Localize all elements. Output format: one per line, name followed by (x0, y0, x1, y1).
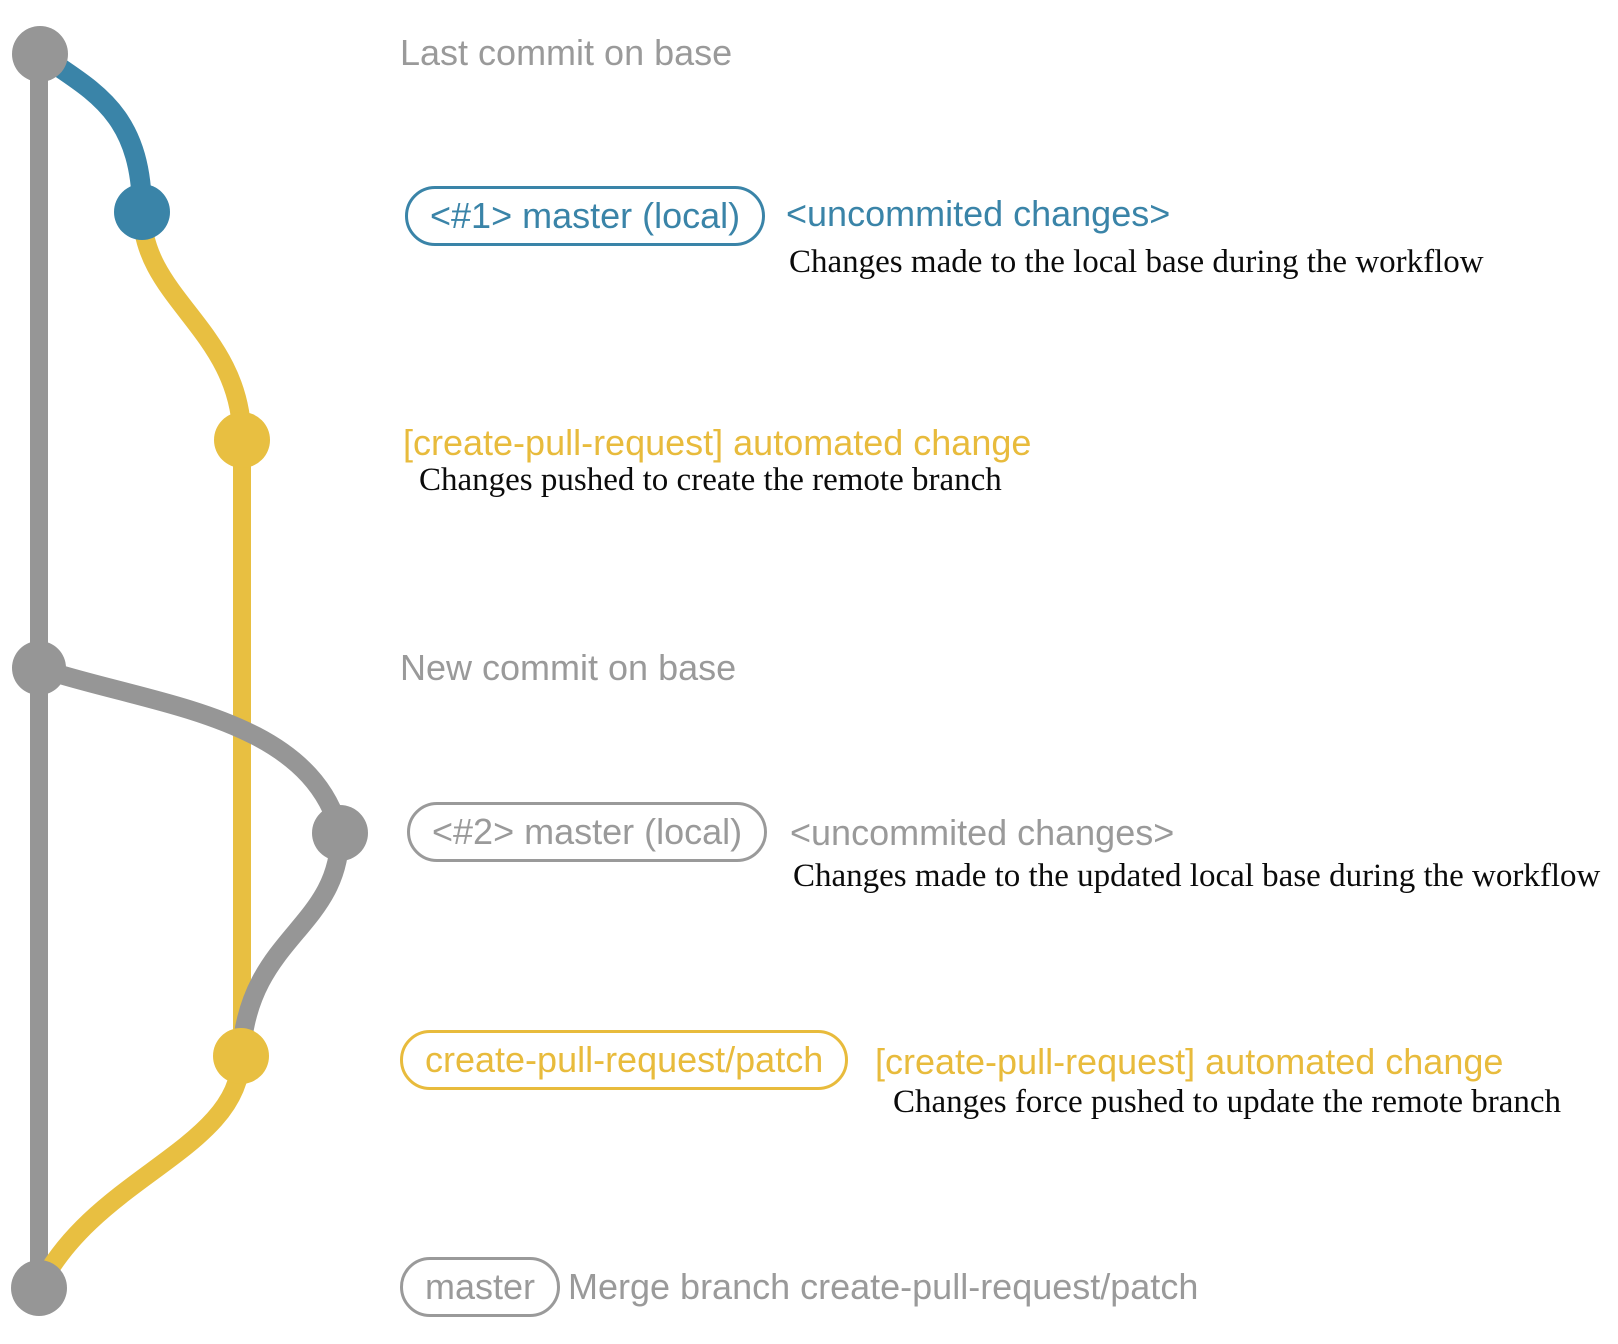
commit-message-automated-change-1: [create-pull-request] automated change (403, 422, 1032, 463)
force-push-curve (231, 832, 350, 1057)
commit-message-automated-change-2: [create-pull-request] automated change (875, 1041, 1504, 1082)
commit-dot-merge-commit-on-master (11, 1260, 67, 1316)
branch-graph (11, 26, 368, 1316)
branch-tag-master-local-2: <#2> master (local) (407, 802, 768, 862)
commit-dot-patch-branch-created (214, 412, 270, 468)
commit-dot-patch-branch-force-pushed (213, 1028, 269, 1084)
branch-tag-create-pull-request-patch: create-pull-request/patch (400, 1030, 849, 1090)
local-branch-curve-2 (35, 658, 350, 836)
commit-dot-local-uncommitted-changes-1 (114, 184, 170, 240)
commit-message-last-commit-on-base: Last commit on base (400, 32, 733, 73)
branch-tag-master: master (400, 1257, 561, 1317)
commit-dot-last-commit-on-base (12, 26, 68, 82)
branch-tag-master-local-1: <#1> master (local) (405, 186, 766, 246)
annotation-force-push-branch: Changes force pushed to update the remot… (893, 1084, 1562, 1120)
annotation-local-changes-2: Changes made to the updated local base d… (793, 858, 1601, 894)
commit-message-uncommitted-changes-1: <uncommited changes> (786, 193, 1171, 234)
commit-message-merge-branch: Merge branch create-pull-request/patch (568, 1266, 1199, 1307)
patch-merge-curve (30, 1055, 251, 1293)
annotation-push-create-branch: Changes pushed to create the remote bran… (419, 462, 1002, 498)
local-branch-curve-1 (34, 45, 152, 213)
annotation-local-changes-1: Changes made to the local base during th… (789, 244, 1484, 280)
patch-branch-create-curve (132, 211, 252, 441)
commit-message-uncommitted-changes-2: <uncommited changes> (790, 812, 1175, 853)
commit-dot-local-uncommitted-changes-2 (312, 805, 368, 861)
commit-dot-new-commit-on-base (12, 641, 66, 695)
commit-message-new-commit-on-base: New commit on base (400, 647, 737, 688)
